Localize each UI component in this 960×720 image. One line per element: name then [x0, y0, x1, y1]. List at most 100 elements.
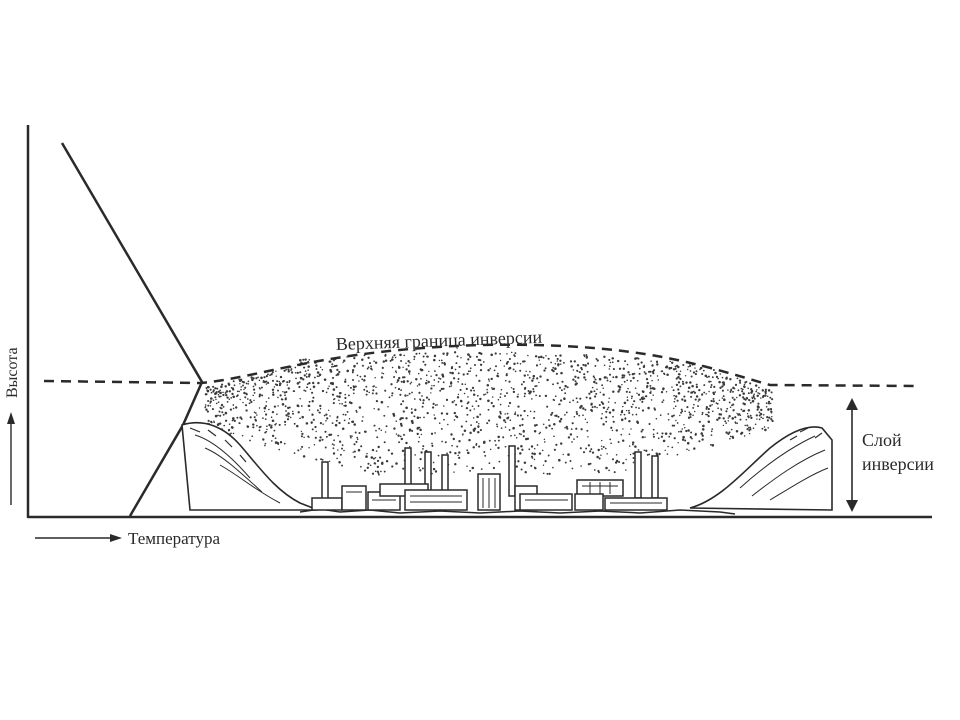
smog-dot	[706, 376, 708, 379]
smog-dot	[559, 363, 562, 365]
smog-dot	[490, 377, 493, 381]
smog-dot	[362, 416, 364, 418]
smog-dot	[598, 403, 601, 407]
smog-dot	[379, 456, 382, 459]
smog-dot	[594, 378, 597, 381]
smog-dot	[703, 391, 706, 394]
smog-dot	[344, 396, 347, 400]
smog-dot	[620, 411, 624, 414]
smog-dot	[734, 383, 738, 387]
smog-dot	[756, 389, 758, 391]
smog-dot	[711, 376, 714, 379]
smog-dot	[512, 390, 516, 394]
smog-dot	[292, 390, 295, 392]
smog-dot	[325, 420, 327, 422]
smog-dot	[266, 428, 268, 431]
smog-dot	[399, 393, 402, 396]
smog-dot	[268, 408, 270, 411]
smog-dot	[571, 422, 574, 425]
smog-dot	[592, 375, 595, 378]
smog-dot	[471, 466, 475, 470]
smog-dot	[608, 368, 611, 370]
smog-dot	[420, 433, 423, 436]
smog-dot	[590, 448, 593, 451]
smog-dot	[628, 419, 631, 423]
smog-dot	[434, 432, 436, 434]
smog-dot	[593, 469, 596, 471]
smog-dot	[266, 425, 268, 428]
smog-dot	[681, 438, 685, 441]
smog-dot	[244, 386, 247, 389]
smog-dot	[749, 426, 752, 429]
smog-dot	[221, 383, 224, 386]
smog-dot	[219, 391, 222, 395]
smog-dot	[410, 408, 413, 410]
smog-dot	[477, 358, 480, 362]
smog-dot	[344, 401, 347, 403]
smog-dot	[314, 425, 317, 429]
smog-dot	[506, 392, 508, 395]
smog-dot	[419, 469, 422, 472]
smog-dot	[741, 390, 744, 393]
smog-dot	[460, 356, 462, 359]
smog-dot	[520, 414, 522, 417]
smog-dot	[232, 432, 235, 435]
smog-dot	[610, 426, 613, 429]
smog-dot	[625, 469, 627, 471]
smog-dot	[338, 440, 342, 443]
smog-dot	[308, 400, 311, 403]
smog-dot	[674, 398, 676, 400]
smog-dot	[380, 376, 384, 379]
smog-dot	[287, 370, 291, 373]
smog-dot	[684, 439, 687, 442]
smog-dot	[647, 370, 651, 373]
smog-dot	[626, 399, 629, 402]
smog-dot	[416, 385, 419, 387]
smog-dot	[366, 367, 369, 370]
smog-dot	[219, 422, 222, 425]
smog-dot	[582, 451, 586, 454]
smog-dot	[558, 420, 562, 423]
smog-dot	[466, 372, 469, 375]
smog-dot	[694, 367, 696, 369]
smog-dot	[258, 379, 261, 382]
smog-dot	[499, 396, 502, 399]
smog-dot	[250, 401, 253, 404]
smog-dot	[311, 400, 314, 403]
smog-dot	[402, 366, 404, 369]
smog-dot	[205, 387, 208, 389]
smog-dot	[636, 421, 640, 425]
smog-dot	[683, 399, 687, 402]
smog-dot	[299, 371, 302, 374]
smog-dot	[523, 360, 526, 363]
smog-dot	[718, 416, 721, 420]
smog-dot	[267, 373, 269, 376]
smog-dot	[606, 379, 609, 382]
smog-dot	[431, 385, 433, 387]
smog-dot	[471, 386, 475, 390]
smog-dot	[397, 434, 400, 437]
smog-dot	[373, 462, 376, 465]
smog-dot	[673, 407, 675, 410]
smog-dot	[214, 414, 218, 418]
smog-dot	[375, 392, 378, 395]
smog-dot	[226, 396, 229, 399]
smog-dot	[436, 404, 438, 406]
smog-dot	[368, 362, 372, 365]
smog-dot	[352, 370, 354, 373]
smog-dot	[274, 423, 276, 426]
smog-dot	[433, 384, 435, 387]
smog-dot	[737, 389, 740, 392]
smog-dot	[377, 408, 380, 411]
smog-dot	[206, 389, 208, 391]
smog-dot	[728, 415, 731, 418]
smog-dot	[469, 409, 472, 412]
smog-dot	[419, 398, 421, 401]
smog-dot	[535, 394, 537, 397]
smog-dot	[479, 363, 483, 366]
smog-dot	[683, 395, 686, 398]
smog-dot	[256, 414, 258, 416]
smog-dot	[756, 394, 759, 398]
smog-dot	[344, 378, 347, 381]
smog-dot	[533, 416, 536, 420]
